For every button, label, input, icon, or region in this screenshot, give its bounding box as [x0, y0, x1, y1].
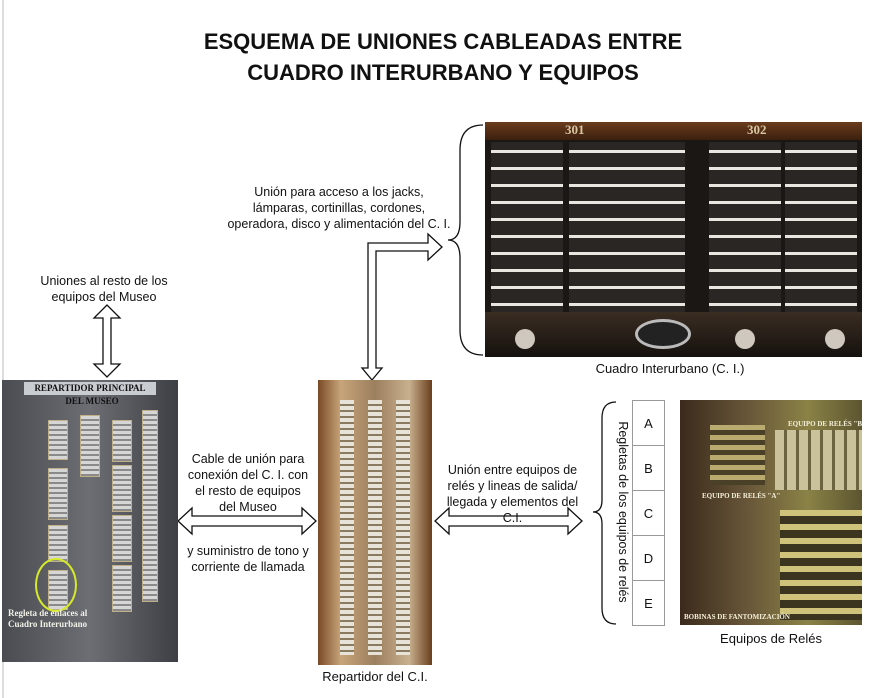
- regletas-label: Regletas de los equipos de relés: [616, 421, 630, 603]
- reles-caption: Equipos de Relés: [720, 631, 822, 646]
- regleta-note: Regleta de enlaces al Cuadro Interurbano: [8, 608, 88, 629]
- diagram-title: ESQUEMA DE UNIONES CABLEADAS ENTRE CUADR…: [0, 26, 886, 88]
- regleta-b: B: [632, 446, 665, 491]
- repartidor-principal-photo: REPARTIDOR PRINCIPAL DEL MUSEO Regleta d…: [2, 380, 178, 662]
- sign-repartidor-principal: REPARTIDOR PRINCIPAL: [24, 382, 156, 395]
- regleta-e: E: [632, 581, 665, 626]
- cuadro-interurbano-photo: 301 302: [485, 122, 862, 357]
- highlight-circle: [35, 558, 77, 612]
- cable-double-arrow: [177, 506, 317, 536]
- repartidor-ci-photo: [318, 380, 432, 665]
- regletas-list: A B C D E: [632, 400, 665, 626]
- museum-double-arrow: [92, 304, 122, 378]
- relay-union-label: Unión entre equipos de relés y lineas de…: [446, 463, 579, 525]
- cable-union-label: Cable de unión para conexión del C. I. c…: [187, 452, 309, 514]
- regleta-d: D: [632, 536, 665, 581]
- regletas-brace: [592, 401, 617, 625]
- bobinas-label: BOBINAS DE FANTOMIZACIÓN: [684, 613, 790, 621]
- position-301: 301: [565, 122, 585, 137]
- relay-double-arrow: [434, 506, 583, 536]
- ci-brace: [447, 124, 484, 356]
- title-line-1: ESQUEMA DE UNIONES CABLEADAS ENTRE: [203, 29, 683, 54]
- tone-supply-label: y suministro de tono y corriente de llam…: [187, 544, 309, 574]
- sign-del-museo: DEL MUSEO: [65, 396, 119, 406]
- relay-a-label: EQUIPO DE RELÉS "A": [702, 492, 781, 500]
- title-line-2: CUADRO INTERURBANO Y EQUIPOS: [247, 60, 639, 85]
- ci-access-label: Unión para acceso a los jacks, lámparas,…: [227, 185, 451, 231]
- position-302: 302: [747, 122, 767, 137]
- equipos-reles-photo: EQUIPO DE RELÉS "B" EQUIPO DE RELÉS "A" …: [680, 400, 862, 625]
- regleta-c: C: [632, 491, 665, 536]
- ci-caption: Cuadro Interurbano (C. I.): [595, 361, 745, 376]
- ci-access-arrow: [360, 232, 443, 382]
- repartidor-ci-caption: Repartidor del C.I.: [322, 669, 428, 684]
- relay-b-label: EQUIPO DE RELÉS "B": [788, 420, 862, 428]
- regleta-a: A: [632, 400, 665, 446]
- museum-links-label: Uniones al resto de los equipos del Muse…: [40, 274, 168, 304]
